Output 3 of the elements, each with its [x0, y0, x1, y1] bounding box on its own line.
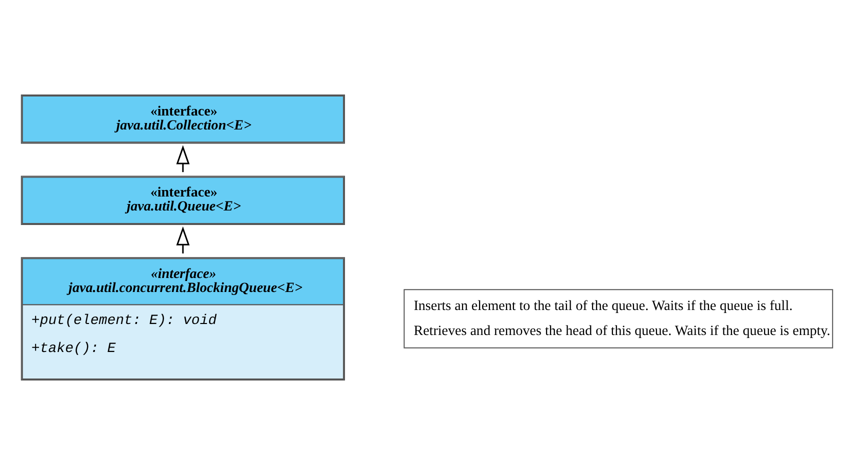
node-box: Inserts an element to the tail of the queue. Waits if the queue is full. Retrieves and removes the head of this queue. Waits if the queue is empty. [404, 289, 834, 348]
arrow [176, 145, 190, 172]
arrow [176, 226, 190, 254]
